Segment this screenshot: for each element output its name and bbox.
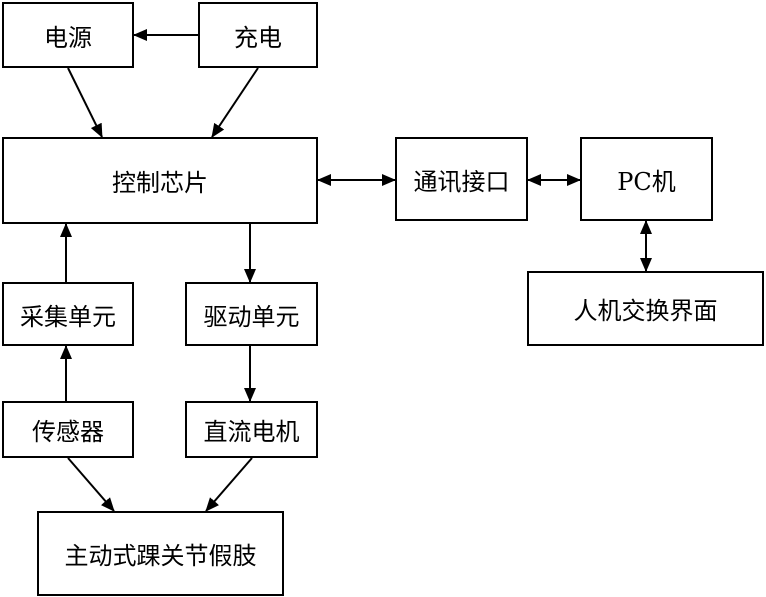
node-sensor: 传感器 <box>2 401 134 458</box>
node-hmi-label: 人机交换界面 <box>573 297 718 325</box>
node-pc-label: PC机 <box>617 167 676 196</box>
node-acquisition-unit-label: 采集单元 <box>20 302 116 331</box>
node-prosthesis: 主动式踝关节假肢 <box>37 511 284 596</box>
node-power-label: 电源 <box>44 23 92 52</box>
node-sensor-label: 传感器 <box>32 418 104 446</box>
arrow-sensor-to-prosthesis <box>67 457 115 512</box>
node-comm-interface-label: 通讯接口 <box>413 167 510 196</box>
node-charge: 充电 <box>198 2 318 68</box>
node-drive-unit-label: 驱动单元 <box>203 302 300 331</box>
node-control-chip-label: 控制芯片 <box>112 169 208 197</box>
arrow-power-to-chip <box>67 67 103 138</box>
node-drive-unit: 驱动单元 <box>185 282 318 346</box>
node-control-chip: 控制芯片 <box>2 137 318 224</box>
node-acquisition-unit: 采集单元 <box>2 282 134 346</box>
node-power: 电源 <box>2 2 134 68</box>
node-charge-label: 充电 <box>234 23 282 52</box>
node-hmi: 人机交换界面 <box>527 271 764 346</box>
arrow-charge-to-chip <box>211 67 259 138</box>
node-pc: PC机 <box>580 137 713 221</box>
node-dc-motor-label: 直流电机 <box>203 418 300 446</box>
node-dc-motor: 直流电机 <box>185 401 318 458</box>
arrow-motor-to-prosthesis <box>205 457 253 512</box>
node-prosthesis-label: 主动式踝关节假肢 <box>64 542 257 570</box>
node-comm-interface: 通讯接口 <box>395 137 528 221</box>
